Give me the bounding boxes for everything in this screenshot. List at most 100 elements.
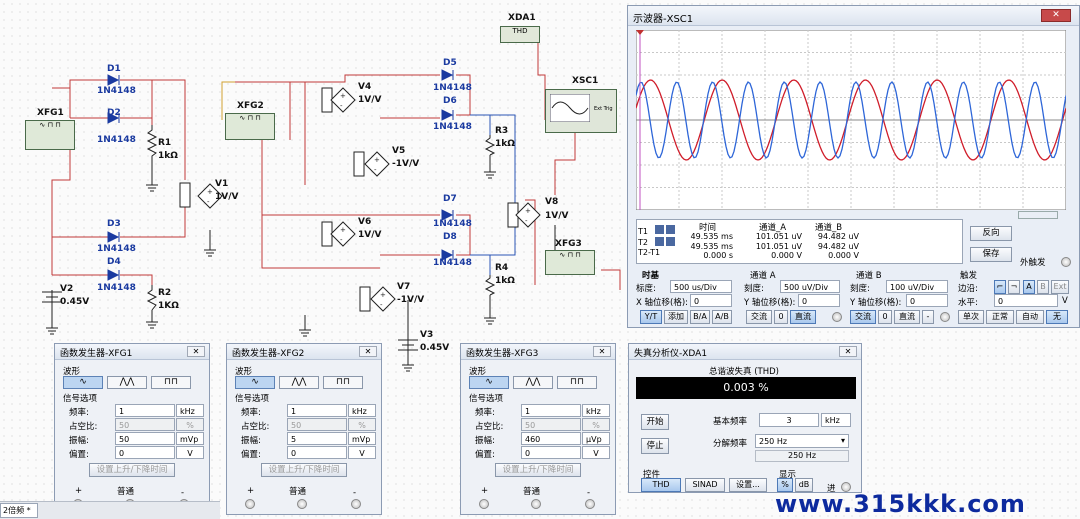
minus-terminal-knob[interactable] [585,499,595,509]
trigger-none-button[interactable]: 无 [1046,310,1068,324]
offset-unit[interactable]: V [348,446,376,459]
amp-unit[interactable]: mVp [348,432,376,445]
rise-fall-time-button[interactable]: 设置上升/下降时间 [261,463,347,477]
channel-b-zero-button[interactable]: 0 [878,310,892,324]
yt-button[interactable]: Y/T [640,310,662,324]
thd-mode-button[interactable]: THD [641,478,681,492]
channel-b-scale-field[interactable]: 100 uV/Div [886,280,948,293]
xsc1-symbol[interactable]: Ext Trig [545,89,617,133]
trigger-source-b[interactable]: B [1037,280,1049,294]
minus-terminal-knob[interactable] [351,499,361,509]
freq-field[interactable]: 1 [287,404,347,417]
channel-a-dc-button[interactable]: 直流 [790,310,816,324]
channel-a-ac-button[interactable]: 交流 [746,310,772,324]
amp-field[interactable]: 460 [521,432,581,445]
reverse-button[interactable]: 反向 [970,226,1012,241]
scroll-handle[interactable] [1018,211,1058,219]
channel-b-knob[interactable] [940,312,950,322]
plus-terminal-knob[interactable] [245,499,255,509]
input-knob[interactable] [841,482,851,492]
xda1-symbol[interactable]: THD [500,26,540,43]
channel-a-zero-button[interactable]: 0 [774,310,788,324]
channel-a-scale-field[interactable]: 500 uV/Div [780,280,840,293]
fund-freq-field[interactable]: 3 [759,413,819,427]
ba-button[interactable]: B/A [690,310,710,324]
t2-right-arrow-icon[interactable] [666,237,675,246]
plus-terminal-knob[interactable] [479,499,489,509]
xfg1-symbol[interactable]: ∿ ⊓ ⊓ [25,120,75,150]
save-button[interactable]: 保存 [970,247,1012,262]
offset-unit[interactable]: V [582,446,610,459]
sinad-mode-button[interactable]: SINAD [685,478,725,492]
triangle-wave-button[interactable]: ⋀⋀ [513,376,553,389]
trigger-normal-button[interactable]: 正常 [986,310,1014,324]
common-terminal-knob[interactable] [297,499,307,509]
sheet-tab[interactable]: 2倍频 * [0,503,38,518]
db-display-button[interactable]: dB [795,478,813,492]
trigger-level-field[interactable]: 0 [994,294,1058,307]
freq-unit[interactable]: kHz [582,404,610,417]
xfg2-symbol[interactable]: ∿ ⊓ ⊓ [225,113,275,140]
rising-edge-icon[interactable]: ⌐ [994,280,1006,294]
freq-unit[interactable]: kHz [176,404,204,417]
offset-field[interactable]: 0 [521,446,581,459]
freq-unit[interactable]: kHz [348,404,376,417]
falling-edge-icon[interactable]: ¬ [1008,280,1020,294]
amp-field[interactable]: 5 [287,432,347,445]
channel-b-minus-button[interactable]: - [922,310,934,324]
v8-gain: 1V/V [545,211,569,221]
channel-b-dc-button[interactable]: 直流 [894,310,920,324]
square-wave-button[interactable]: ⊓⊓ [323,376,363,389]
freq-field[interactable]: 1 [521,404,581,417]
channel-a-knob[interactable] [832,312,842,322]
fg-close-button[interactable]: ✕ [187,346,205,357]
trigger-auto-button[interactable]: 自动 [1016,310,1044,324]
t1-right-arrow-icon[interactable] [666,225,675,234]
ab-button[interactable]: A/B [712,310,732,324]
t1-left-arrow-icon[interactable] [655,225,664,234]
amp-unit[interactable]: mVp [176,432,204,445]
freq-field[interactable]: 1 [115,404,175,417]
fg-close-button[interactable]: ✕ [359,346,377,357]
ext-trigger-knob[interactable] [1061,257,1071,267]
square-wave-button[interactable]: ⊓⊓ [557,376,597,389]
sine-wave-button[interactable]: ∿ [235,376,275,389]
fg-close-button[interactable]: ✕ [593,346,611,357]
rise-fall-time-button[interactable]: 设置上升/下降时间 [495,463,581,477]
distortion-close-button[interactable]: ✕ [839,346,857,357]
timebase-xpos-field[interactable]: 0 [690,294,732,307]
setup-button[interactable]: 设置... [729,478,767,492]
offset-field[interactable]: 0 [115,446,175,459]
common-terminal-knob[interactable] [531,499,541,509]
oscilloscope-close-button[interactable]: ✕ [1041,9,1071,22]
cursor-t1-marker-icon[interactable] [636,30,644,35]
triangle-wave-button[interactable]: ⋀⋀ [107,376,147,389]
trigger-source-a[interactable]: A [1023,280,1035,294]
add-button[interactable]: 添加 [664,310,688,324]
percent-display-button[interactable]: % [777,478,793,492]
rise-fall-time-button[interactable]: 设置上升/下降时间 [89,463,175,477]
sine-wave-button[interactable]: ∿ [63,376,103,389]
resolution-select[interactable]: 250 Hz ▾ [755,434,849,448]
t2-left-arrow-icon[interactable] [655,237,664,246]
sine-wave-button[interactable]: ∿ [469,376,509,389]
oscilloscope-screen[interactable] [636,30,1066,210]
stop-button[interactable]: 停止 [641,438,669,454]
offset-unit[interactable]: V [176,446,204,459]
start-button[interactable]: 开始 [641,414,669,430]
fund-freq-unit[interactable]: kHz [821,413,851,427]
xfg3-symbol[interactable]: ∿ ⊓ ⊓ [545,250,595,275]
square-wave-button[interactable]: ⊓⊓ [151,376,191,389]
triangle-wave-button[interactable]: ⋀⋀ [279,376,319,389]
amp-unit[interactable]: μVp [582,432,610,445]
timebase-scale-field[interactable]: 500 us/Div [670,280,732,293]
channel-a-ypos-field[interactable]: 0 [798,294,840,307]
r2-ref: R2 [158,288,172,298]
offset-field[interactable]: 0 [287,446,347,459]
channel-b-ac-button[interactable]: 交流 [850,310,876,324]
trigger-single-button[interactable]: 单次 [958,310,984,324]
channel-b-ypos-field[interactable]: 0 [906,294,948,307]
amp-field[interactable]: 50 [115,432,175,445]
trigger-source-ext[interactable]: Ext [1051,280,1069,294]
